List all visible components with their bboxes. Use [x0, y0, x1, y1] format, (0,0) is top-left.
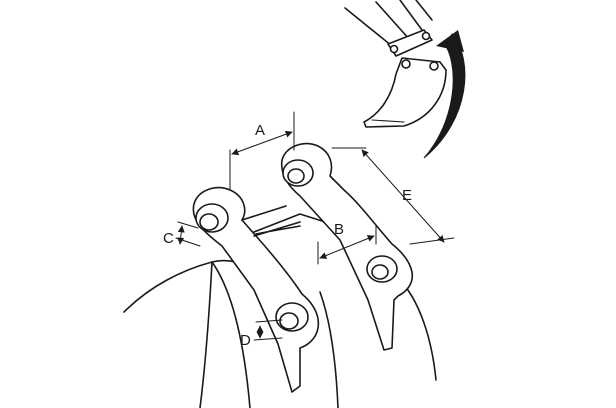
dimension-label-a: A [255, 122, 265, 139]
dimension-label-e: E [402, 187, 412, 204]
bucket-pin-icon [401, 59, 411, 69]
pin-bore-lower-left [279, 312, 299, 330]
linkage-pin-icon [421, 31, 431, 41]
stick-outline [344, 0, 433, 47]
bucket-pin-icon [429, 61, 439, 71]
bucket-shell-mid [319, 291, 339, 408]
pin-bore-upper-right [287, 168, 305, 184]
dimension-label-b: B [334, 221, 344, 238]
ear-plate-left-outline [192, 186, 320, 393]
excavator-arm-inset [344, 0, 466, 159]
bucket-shell-left-inner [211, 261, 251, 408]
dimension-label-d: D [240, 332, 251, 349]
dimension-e: E [331, 147, 455, 245]
dimension-a: A [229, 111, 295, 191]
dimension-d: D [240, 319, 283, 349]
dimension-c: C [163, 221, 201, 247]
swing-arrow-head-icon [436, 30, 464, 52]
pin-bore-upper-left [199, 213, 219, 231]
small-bucket [363, 57, 447, 128]
bucket-shell-back [199, 261, 213, 408]
linkage-pin-icon [389, 44, 399, 54]
dimension-label-c: C [163, 230, 174, 247]
ear-plate-left [192, 186, 320, 393]
ear-cross-web [241, 205, 301, 237]
pin-bore-lower-right [371, 264, 389, 280]
